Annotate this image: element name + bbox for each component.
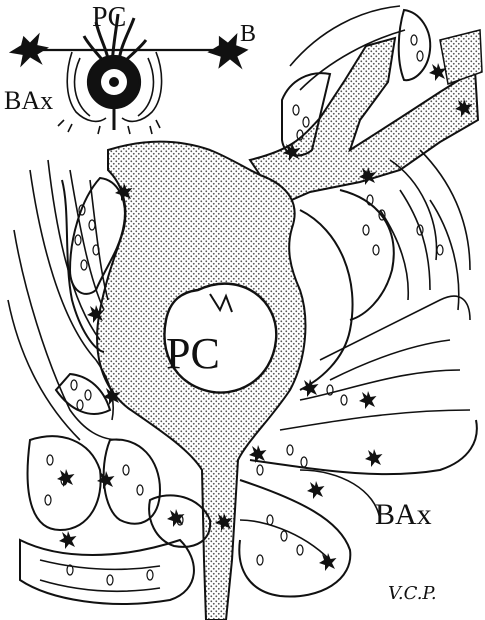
inset-schematic [12, 14, 246, 134]
synapse-star [359, 391, 377, 409]
inset-basket-axon-label: BAx [4, 88, 53, 114]
basket-axon-label: BAx [375, 500, 432, 530]
synapse-star [307, 481, 325, 499]
artist-signature: V.C.P. [388, 585, 437, 603]
purkinje-cell-label: PC [166, 332, 220, 376]
inset-basket-cell-label: B [240, 22, 256, 46]
inset-left-basket-cell [12, 36, 46, 64]
synapse-star [167, 509, 185, 527]
synapse-star [365, 449, 383, 467]
inset-pc-label: PC [92, 4, 126, 32]
synapse-star [301, 379, 319, 397]
synapse-star [319, 553, 337, 571]
synapse-star [59, 531, 77, 549]
synapse-star [429, 63, 447, 81]
